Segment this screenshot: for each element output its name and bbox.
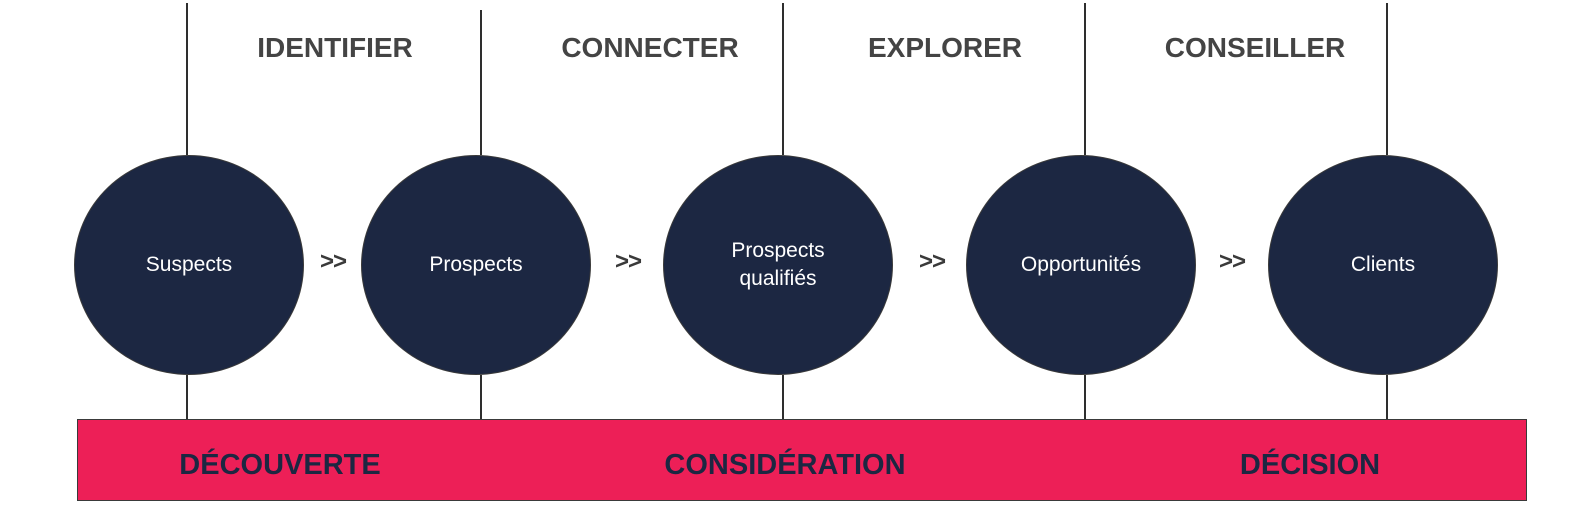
phase-label-decouverte: DÉCOUVERTE: [179, 449, 381, 481]
divider-top-5: [1386, 3, 1388, 155]
stage-circle-prospects-qualifies: Prospects qualifiés: [663, 155, 893, 375]
stage-circle-prospects: Prospects: [361, 155, 591, 375]
arrow-2: >>: [614, 248, 642, 275]
stage-label: Suspects: [145, 253, 233, 276]
arrow-1: >>: [319, 248, 347, 275]
stage-label: Prospects: [429, 253, 523, 276]
connector-bottom-5: [1386, 375, 1388, 420]
step-label-conseiller: CONSEILLER: [1164, 32, 1346, 63]
phase-label-consideration: CONSIDÉRATION: [664, 449, 906, 481]
phase-band: [77, 419, 1527, 501]
stage-label: Clients: [1350, 253, 1416, 276]
divider-top-4: [1084, 3, 1086, 155]
connector-bottom-3: [782, 375, 784, 420]
connector-bottom-1: [186, 375, 188, 420]
connector-bottom-4: [1084, 375, 1086, 420]
phase-label-decision: DÉCISION: [1239, 449, 1381, 481]
arrow-4: >>: [1218, 248, 1246, 275]
step-label-explorer: EXPLORER: [867, 32, 1023, 63]
stage-circle-suspects: Suspects: [74, 155, 304, 375]
stage-circle-clients: Clients: [1268, 155, 1498, 375]
step-label-connecter: CONNECTER: [561, 32, 739, 63]
stage-label: Prospects qualifiés: [731, 239, 825, 290]
divider-top-2: [480, 10, 482, 155]
stage-label: Opportunités: [1020, 253, 1142, 276]
arrow-3: >>: [918, 248, 946, 275]
divider-top-1: [186, 3, 188, 155]
connector-bottom-2: [480, 375, 482, 420]
step-label-identifier: IDENTIFIER: [257, 32, 413, 63]
divider-top-3: [782, 3, 784, 155]
stage-circle-opportunites: Opportunités: [966, 155, 1196, 375]
